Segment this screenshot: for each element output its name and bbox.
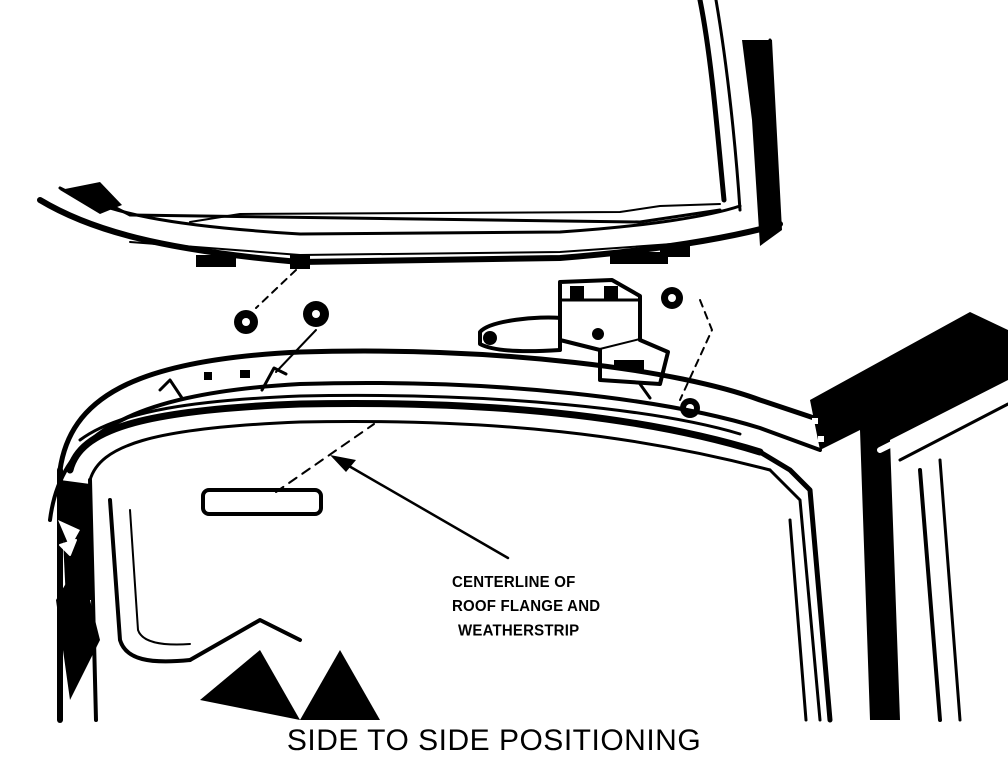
roof-panel <box>37 0 783 269</box>
callout-line-3: WEATHERSTRIP <box>458 621 580 640</box>
callout-line-1: CENTERLINE OF <box>452 573 576 592</box>
centerline-callout: CENTERLINE OF ROOF FLANGE AND WEATHERSTR… <box>452 570 600 642</box>
hinge-bracket <box>478 278 670 400</box>
arrow-icon <box>330 455 510 560</box>
centerline-marker <box>201 423 375 516</box>
roof-opening <box>48 312 1008 723</box>
callout-line-2: ROOF FLANGE AND <box>452 597 601 616</box>
fasteners <box>234 269 713 418</box>
figure-caption: SIDE TO SIDE POSITIONING <box>286 724 702 757</box>
